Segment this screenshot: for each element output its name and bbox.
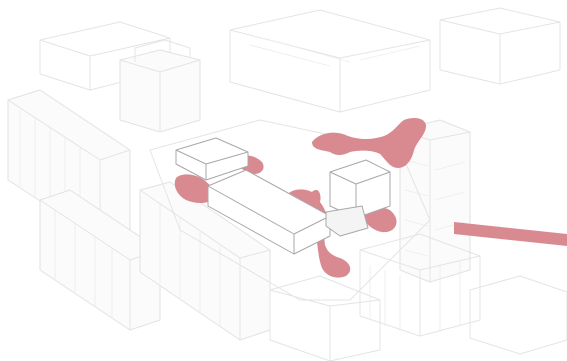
context-building-bottom xyxy=(270,276,380,361)
context-buildings xyxy=(8,8,567,361)
building-wedge xyxy=(326,206,368,236)
highlight-zone-top xyxy=(312,118,426,168)
highlight-path-east xyxy=(454,222,567,246)
context-row-top xyxy=(230,10,430,112)
context-building-top-right xyxy=(440,8,560,84)
